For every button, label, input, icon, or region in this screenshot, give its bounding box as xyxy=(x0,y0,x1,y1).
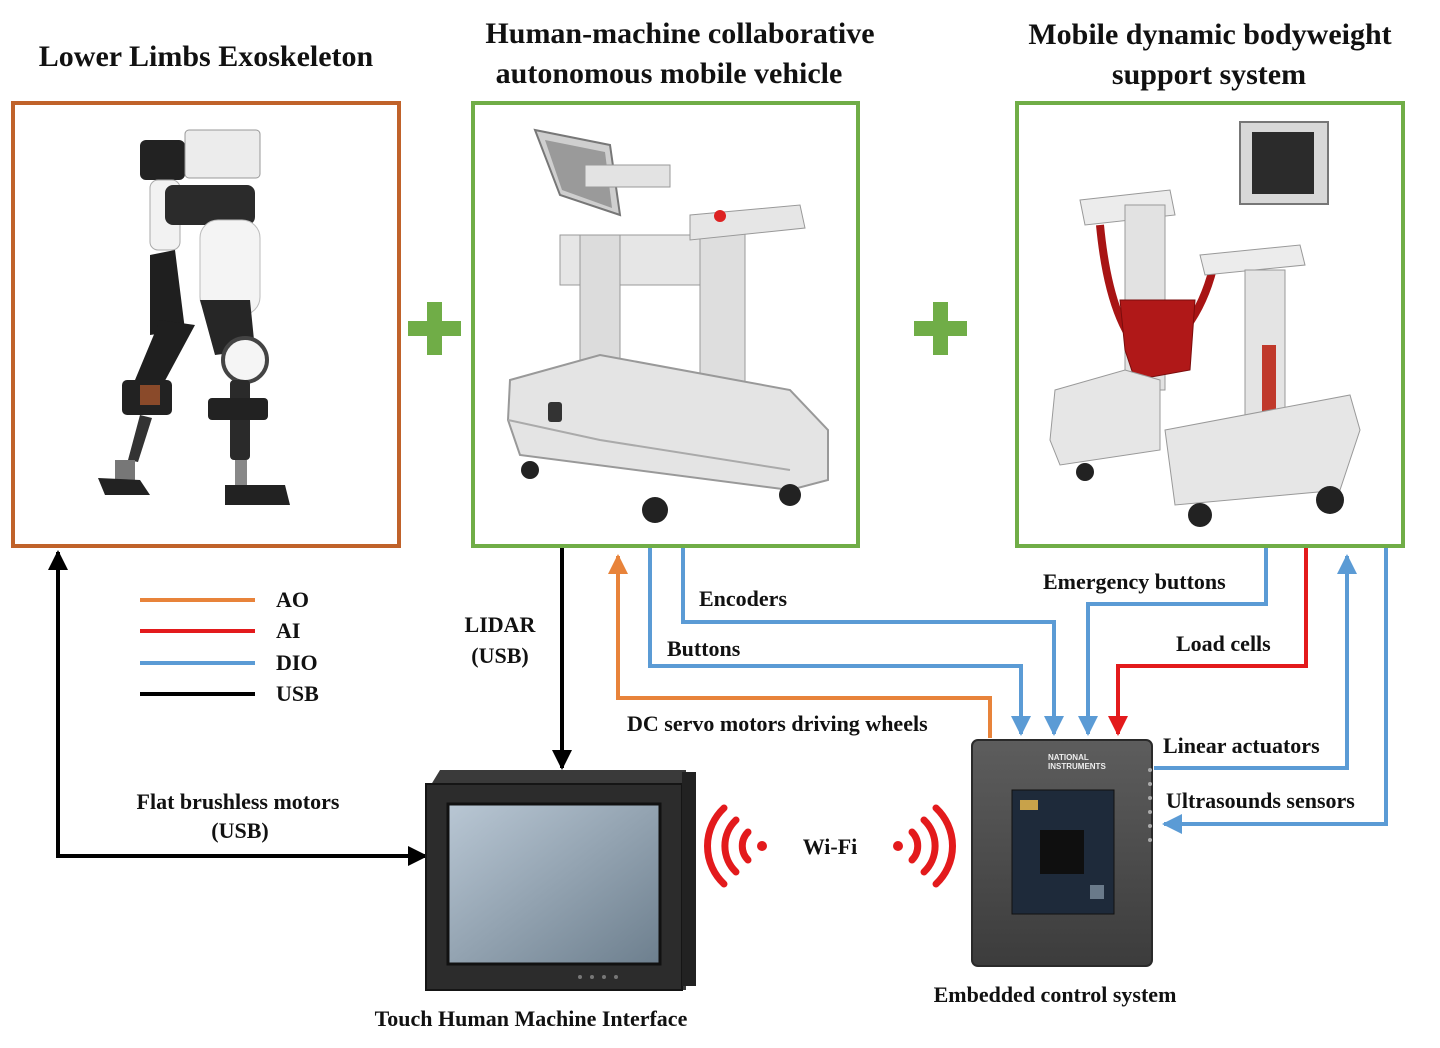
label-ultrasounds: Ultrasounds sensors xyxy=(1166,788,1355,813)
exoskeleton-illustration xyxy=(98,129,290,505)
label-linear-actuators: Linear actuators xyxy=(1163,733,1320,758)
arrow-linear-actuators-dio xyxy=(1154,554,1357,770)
wifi-label: Wi-Fi xyxy=(803,834,858,859)
wifi-left-icon xyxy=(704,804,767,888)
label-load-cells: Load cells xyxy=(1176,631,1271,656)
ni-logo-line2: INSTRUMENTS xyxy=(1048,762,1106,771)
hmi-caption: Touch Human Machine Interface xyxy=(375,1006,688,1031)
exoskeleton-frame xyxy=(11,101,401,548)
label-flat-motors-line1: Flat brushless motors xyxy=(137,789,340,814)
support-title-line1: Mobile dynamic bodyweight xyxy=(1028,18,1391,51)
support-illustration xyxy=(1049,121,1361,527)
ni-logo-line1: NATIONAL xyxy=(1048,753,1089,762)
label-encoders: Encoders xyxy=(699,586,787,611)
arrow-dc-servo-ao xyxy=(608,554,992,738)
legend-label-ai: AI xyxy=(276,618,300,643)
arrow-ultrasounds-dio xyxy=(1162,548,1388,834)
legend: AO AI DIO USB xyxy=(140,587,319,706)
exoskeleton-title: Lower Limbs Exoskeleton xyxy=(39,40,374,73)
legend-label-dio: DIO xyxy=(276,650,318,675)
vehicle-illustration xyxy=(506,128,829,523)
legend-label-ao: AO xyxy=(276,587,309,612)
vehicle-frame xyxy=(471,101,860,548)
hmi-panel-illustration xyxy=(425,770,696,991)
label-lidar-line2: (USB) xyxy=(471,643,528,668)
plus-icon-2 xyxy=(914,302,967,355)
support-frame xyxy=(1015,101,1405,548)
arrow-load-cells-ai xyxy=(1108,548,1308,736)
arrow-flat-motors-usb xyxy=(48,550,428,866)
label-buttons: Buttons xyxy=(667,636,741,661)
label-lidar-line1: LIDAR xyxy=(465,612,537,637)
label-dc-servo: DC servo motors driving wheels xyxy=(627,711,928,736)
plus-icon-1 xyxy=(408,302,461,355)
vehicle-title-line1: Human-machine collaborative xyxy=(485,17,874,50)
wifi-right-icon xyxy=(893,804,956,888)
arrow-encoders-dio xyxy=(681,548,1064,736)
support-title-line2: support system xyxy=(1112,58,1306,91)
label-emergency: Emergency buttons xyxy=(1043,569,1226,594)
embedded-caption: Embedded control system xyxy=(934,982,1177,1007)
arrow-emergency-dio xyxy=(1078,548,1268,736)
vehicle-title-line2: autonomous mobile vehicle xyxy=(496,57,843,90)
label-flat-motors-line2: (USB) xyxy=(211,818,268,843)
embedded-controller-illustration xyxy=(971,739,1153,967)
legend-label-usb: USB xyxy=(276,681,319,706)
arrow-buttons-dio xyxy=(648,548,1031,736)
